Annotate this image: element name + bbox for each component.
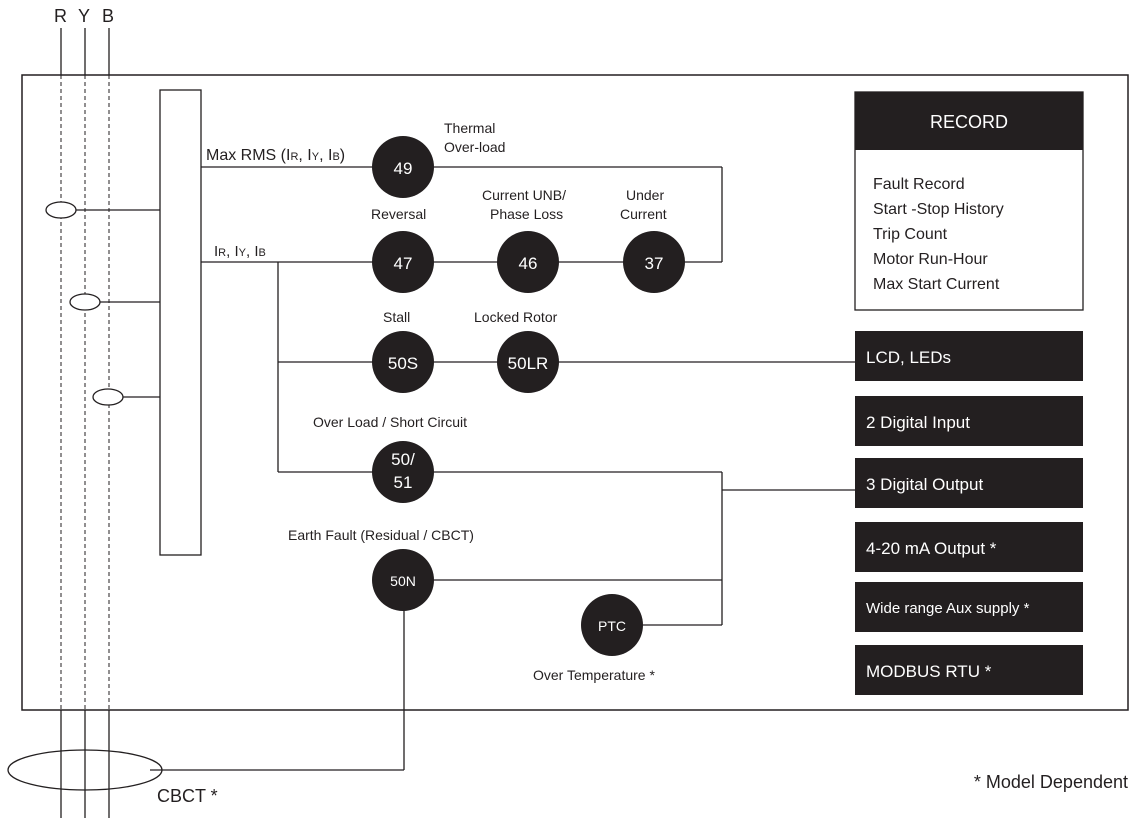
- footnote: * Model Dependent: [974, 772, 1128, 792]
- label-49-line2: Over-load: [444, 139, 505, 155]
- label-50-51: Over Load / Short Circuit: [313, 414, 467, 430]
- output-lcd-leds-label: LCD, LEDs: [866, 348, 951, 367]
- label-50n: Earth Fault (Residual / CBCT): [288, 527, 474, 543]
- relay-50-51-code-line2: 51: [394, 473, 413, 492]
- relay-50n: 50N: [372, 549, 434, 611]
- relay-49-code: 49: [394, 159, 413, 178]
- record-title: RECORD: [930, 112, 1008, 132]
- record-item: Motor Run-Hour: [873, 251, 988, 268]
- relay-47: 47: [372, 231, 434, 293]
- label-37-line1: Under: [626, 187, 664, 203]
- relay-panel: [21, 74, 1129, 711]
- output-digital-output-label: 3 Digital Output: [866, 475, 983, 494]
- label-49-line1: Thermal: [444, 120, 495, 136]
- record-item: Start -Stop History: [873, 201, 1004, 218]
- phase-conductors: [60, 28, 110, 818]
- max-rms-label: Max RMS (IR, IY, IB): [206, 147, 345, 164]
- output-modbus-label: MODBUS RTU *: [866, 662, 992, 681]
- relay-ptc: PTC: [581, 594, 643, 656]
- label-46-line1: Current UNB/: [482, 187, 566, 203]
- relay-37-code: 37: [645, 254, 664, 273]
- output-analog-label: 4-20 mA Output *: [866, 539, 997, 558]
- label-37-line2: Current: [620, 206, 667, 222]
- record-panel: RECORD Fault Record Start -Stop History …: [854, 91, 1084, 311]
- phase-currents-label: IR, IY, IB: [214, 243, 266, 260]
- relay-50-51-code-line1: 50/: [391, 450, 415, 469]
- relay-50n-code: 50N: [390, 573, 416, 589]
- record-item: Fault Record: [873, 176, 965, 193]
- output-aux-supply-label: Wide range Aux supply *: [866, 600, 1030, 617]
- ct-r: [45, 201, 77, 219]
- relay-50lr: 50LR: [497, 331, 559, 393]
- ct-b: [92, 388, 124, 406]
- output-digital-output: 3 Digital Output: [855, 458, 1083, 508]
- phase-label-r: R: [54, 6, 67, 26]
- output-lcd-leds: LCD, LEDs: [855, 331, 1083, 381]
- relay-50s-code: 50S: [388, 354, 418, 373]
- phase-label-y: Y: [78, 6, 90, 26]
- relay-47-code: 47: [394, 254, 413, 273]
- relay-ptc-code: PTC: [598, 618, 626, 634]
- ct-y: [69, 293, 101, 311]
- label-47: Reversal: [371, 206, 426, 222]
- cbct-label: CBCT *: [157, 786, 218, 806]
- output-analog: 4-20 mA Output *: [855, 522, 1083, 572]
- relay-49: 49: [372, 136, 434, 198]
- cbct-ring: [7, 749, 163, 791]
- output-aux-supply: Wide range Aux supply *: [855, 582, 1083, 632]
- relay-50lr-code: 50LR: [508, 354, 549, 373]
- relay-46-code: 46: [519, 254, 538, 273]
- record-item: Trip Count: [873, 226, 948, 243]
- measurement-block: [159, 89, 202, 556]
- label-46-line2: Phase Loss: [490, 206, 563, 222]
- output-modbus: MODBUS RTU *: [855, 645, 1083, 695]
- output-digital-input: 2 Digital Input: [855, 396, 1083, 446]
- relay-46: 46: [497, 231, 559, 293]
- relay-50-51: 50/ 51: [372, 441, 434, 503]
- current-transformers: [45, 201, 160, 406]
- output-digital-input-label: 2 Digital Input: [866, 413, 970, 432]
- relay-37: 37: [623, 231, 685, 293]
- relay-50s: 50S: [372, 331, 434, 393]
- label-50s: Stall: [383, 309, 410, 325]
- label-ptc: Over Temperature *: [533, 667, 655, 683]
- phase-label-b: B: [102, 6, 114, 26]
- label-50lr: Locked Rotor: [474, 309, 558, 325]
- record-item: Max Start Current: [873, 276, 1000, 293]
